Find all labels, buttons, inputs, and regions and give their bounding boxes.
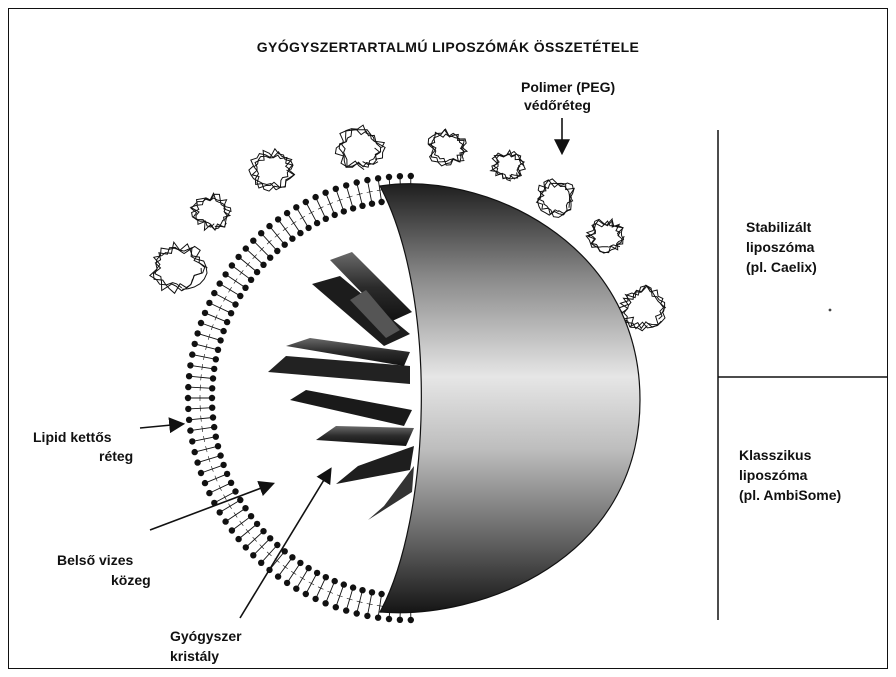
aqueous-label-line2: közeg [111, 571, 151, 589]
lipid-head [217, 452, 223, 458]
lipid-tail-gap [300, 577, 305, 580]
lipid-tail-gap [240, 521, 244, 526]
speck [829, 309, 832, 312]
lipid-head [220, 462, 226, 468]
lipid-head [312, 194, 318, 200]
lipid-tail-gap [224, 296, 227, 301]
lipid-head [322, 190, 328, 196]
lipid-head [322, 600, 328, 606]
peg-label-line2: védőréteg [524, 96, 591, 114]
lipid-tail-gap [240, 270, 244, 275]
lipid-head [275, 216, 281, 222]
classic-label-line1: Klasszikus [739, 446, 811, 464]
liposome-shell-cutaway [380, 184, 640, 613]
lipid-tail-gap [229, 504, 232, 509]
drug-crystal [268, 252, 414, 520]
lipid-tail-gap [291, 222, 296, 225]
lipid-arrow [140, 424, 182, 428]
drug-arrow [240, 470, 330, 618]
lipid-tail-gap [201, 416, 202, 422]
classic-label-line3: (pl. AmbiSome) [739, 486, 841, 504]
crystal-bar [290, 390, 412, 426]
lipid-head [211, 290, 217, 296]
lipid-head [206, 300, 212, 306]
lipid-tail-gap [309, 582, 314, 585]
lipid-head [202, 310, 208, 316]
lipid-tail-gap [283, 227, 288, 231]
stabilized-label-line2: liposzóma [746, 238, 814, 256]
lipid-head [192, 341, 198, 347]
lipid-label-line1: Lipid kettős [33, 428, 112, 446]
lipid-tail-gap [234, 512, 237, 517]
lipid-tail-gap [309, 211, 314, 214]
lipid-head [222, 271, 228, 277]
drug-label-line1: Gyógyszer [170, 627, 242, 645]
lipid-tail-gap [229, 287, 232, 292]
aqueous-label-line1: Belső vizes [57, 551, 133, 569]
lipid-head [284, 580, 290, 586]
lipid-tail-gap [283, 565, 288, 569]
lipid-head [194, 330, 200, 336]
peg-coil [339, 129, 385, 167]
lipid-tail-gap [234, 279, 237, 284]
lipid-head [284, 210, 290, 216]
peg-label-line1: Polimer (PEG) [521, 78, 615, 96]
lipid-head [224, 471, 230, 477]
stabilized-label-line1: Stabilizált [746, 218, 811, 236]
lipid-tail-gap [201, 374, 202, 380]
lipid-head [275, 573, 281, 579]
classic-label-line2: liposzóma [739, 466, 807, 484]
lipid-label-line2: réteg [99, 447, 133, 465]
lipid-head [312, 596, 318, 602]
lipid-tail-gap [224, 495, 227, 500]
crystal-bar [336, 446, 414, 484]
lipid-tail-gap [291, 571, 296, 574]
lipid-head [217, 280, 223, 286]
stabilized-label-line3: (pl. Caelix) [746, 258, 817, 276]
crystal-bar [316, 426, 414, 446]
drug-label-line2: kristály [170, 647, 219, 665]
lipid-tail-gap [300, 216, 305, 219]
